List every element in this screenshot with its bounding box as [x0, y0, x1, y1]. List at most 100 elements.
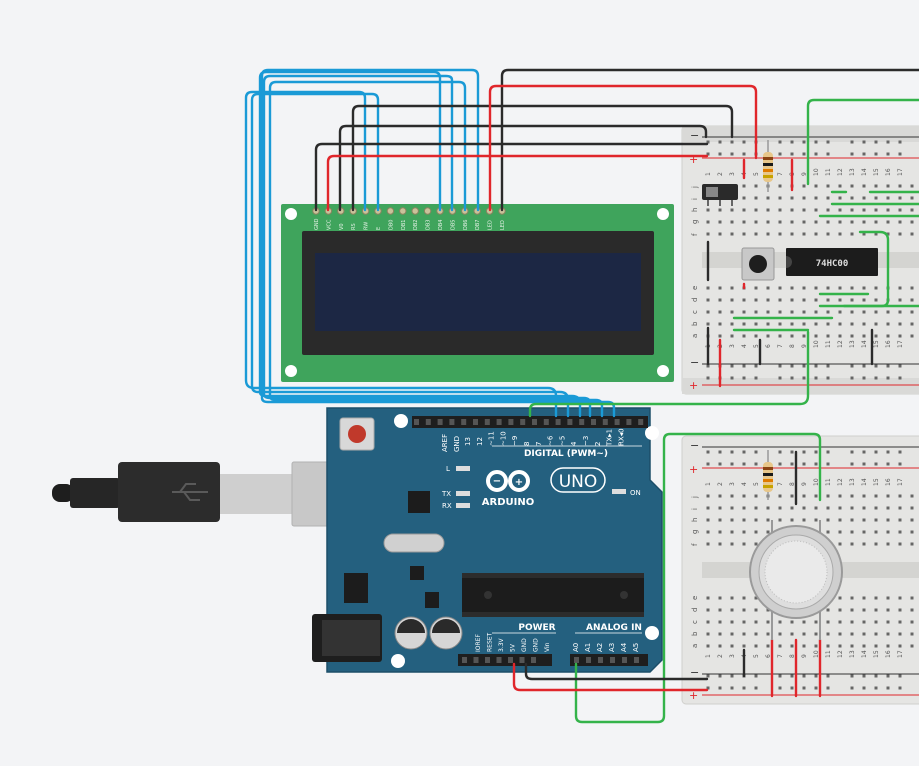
lcd-pin-label: DB5 [450, 220, 456, 230]
row-letter: b [691, 321, 699, 326]
row-letter: d [691, 298, 699, 302]
digital-pin-label: 7 [535, 442, 543, 446]
power-pin-label: GND [521, 638, 528, 652]
lcd-pin-label: DB3 [426, 220, 432, 230]
aref-label: AREF [441, 434, 449, 452]
rail-minus-label: − [690, 666, 699, 679]
column-number: 14 [861, 340, 868, 348]
column-number: 6 [765, 654, 772, 658]
digital-pin-label: 8 [523, 442, 531, 446]
digital-pin-label: ~9 [511, 436, 519, 446]
wire-black[interactable] [351, 104, 734, 212]
column-number: 9 [801, 344, 808, 348]
column-number: 8 [789, 654, 796, 658]
column-number: 8 [789, 482, 796, 486]
column-number: 15 [873, 168, 880, 176]
svg-text:−: − [493, 476, 501, 487]
resistor[interactable] [763, 140, 773, 192]
lcd-pin-label: DB2 [413, 220, 419, 230]
regulator-chip [425, 592, 439, 608]
rail-minus-label: − [690, 356, 699, 369]
usb-icon [172, 483, 208, 501]
wire-red[interactable] [512, 662, 709, 692]
led-rx-label: RX [442, 502, 452, 510]
crystal-oscillator [383, 533, 445, 553]
lcd-pin[interactable] [386, 207, 395, 215]
power-header[interactable] [458, 654, 552, 666]
column-number: 3 [729, 482, 736, 486]
column-number: 14 [861, 650, 868, 658]
rail-minus-label: − [690, 439, 699, 452]
wire-red[interactable] [326, 154, 709, 212]
ic-74hc00: 74HC00 [786, 248, 878, 276]
wire-green[interactable] [528, 330, 810, 418]
analog-caption: ANALOG IN [586, 623, 642, 633]
column-number: 5 [753, 344, 760, 348]
column-number: 12 [837, 340, 844, 348]
wire-black[interactable] [338, 124, 708, 212]
digital-header[interactable] [412, 416, 648, 428]
resistor[interactable] [763, 450, 773, 500]
brand-label: ARDUINO [482, 497, 534, 508]
digital-pin-label: ~3 [582, 436, 590, 446]
lcd-pin[interactable] [399, 207, 407, 215]
lcd-pin-label: V0 [339, 223, 345, 230]
row-letter: a [691, 334, 699, 338]
column-number: 16 [885, 650, 892, 658]
wire-blue[interactable] [268, 80, 604, 418]
wire-blue[interactable] [244, 90, 558, 418]
digital-pin-label: ~10 [499, 431, 507, 446]
column-number: 10 [813, 168, 820, 176]
lcd-pin-label: DB1 [401, 220, 407, 230]
reset-button[interactable] [339, 417, 375, 451]
column-number: 1 [705, 482, 712, 486]
gas-sensor[interactable] [749, 520, 843, 640]
slide-switch[interactable] [702, 184, 738, 206]
power-pin-label: RESET [487, 632, 494, 652]
lcd-pin-label: LED [500, 220, 506, 230]
wire-blue[interactable] [262, 74, 592, 418]
digital-caption: DIGITAL (PWM~) [524, 449, 608, 459]
lcd-pin-label: LED [488, 220, 494, 230]
wire-blue[interactable] [260, 68, 616, 418]
column-number: 17 [897, 478, 904, 486]
push-button[interactable] [741, 247, 775, 281]
model-label: UNO [559, 472, 598, 492]
column-number: 1 [705, 172, 712, 176]
column-number: 15 [873, 478, 880, 486]
analog-pin-label: A4 [620, 642, 628, 652]
wire-black[interactable] [500, 68, 919, 212]
breadboard-top-holes: jihgfedcba112233445566778899101011111212… [691, 140, 914, 380]
lcd-pin[interactable] [423, 207, 432, 215]
column-number: 16 [885, 478, 892, 486]
lcd-pin-label: E [376, 227, 382, 230]
analog-pin-label: A0 [572, 643, 580, 652]
voltage-regulator [344, 573, 368, 603]
column-number: 12 [837, 168, 844, 176]
column-number: 14 [861, 478, 868, 486]
column-number: 17 [897, 340, 904, 348]
wire-black[interactable] [314, 142, 709, 212]
column-number: 7 [777, 482, 784, 486]
column-number: 16 [885, 340, 892, 348]
lcd-pin[interactable] [411, 207, 419, 215]
row-letter: i [691, 508, 699, 510]
wires[interactable] [244, 68, 919, 724]
row-letter: i [691, 198, 699, 200]
column-number: 9 [801, 482, 808, 486]
lcd-pin-label: DB6 [463, 220, 469, 230]
wire-green[interactable] [806, 98, 919, 186]
wire-black[interactable] [524, 662, 709, 681]
rail-plus-label: + [689, 689, 698, 702]
wire-red[interactable] [488, 84, 758, 212]
digital-pin-label: 12 [476, 437, 484, 446]
column-number: 1 [705, 654, 712, 658]
column-number: 10 [813, 340, 820, 348]
wire-green[interactable] [574, 432, 822, 724]
wire-blue[interactable] [250, 92, 570, 418]
